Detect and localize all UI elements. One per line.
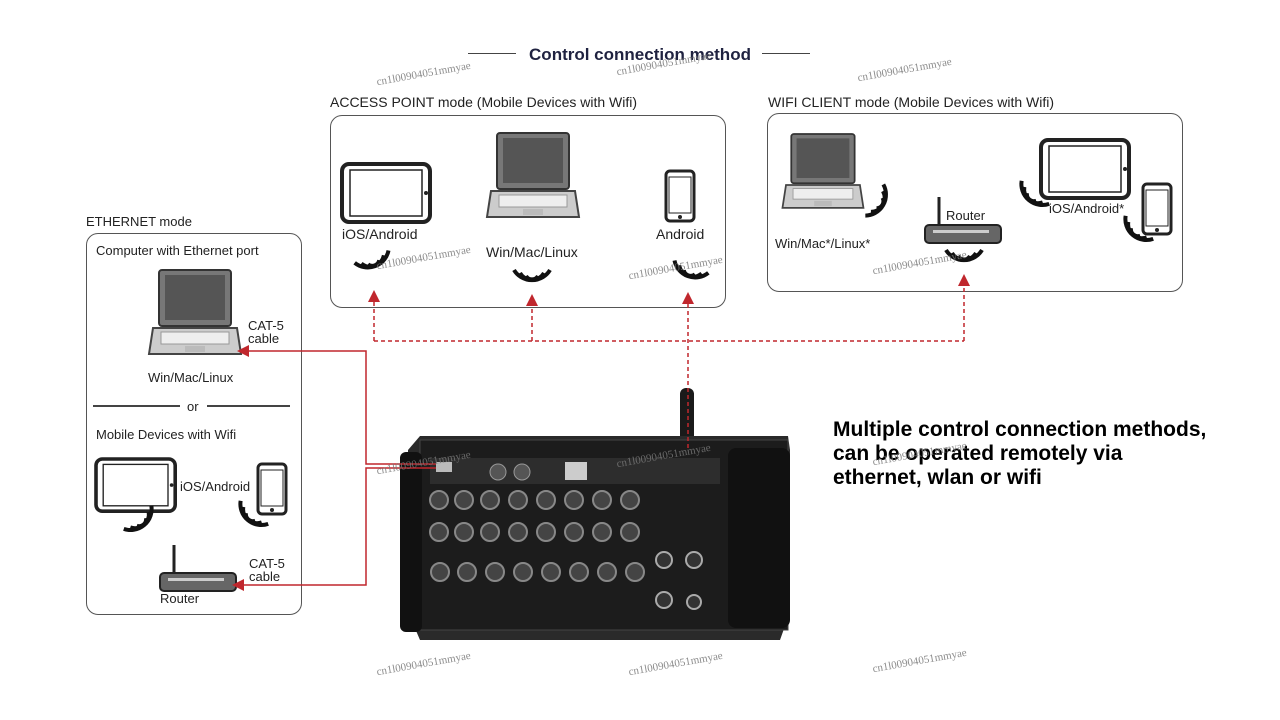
title-rule-right (762, 53, 810, 54)
ap-wifi-icon-2 (512, 268, 552, 283)
wc-router-label: Router (946, 208, 986, 223)
ap-laptop-label: Win/Mac/Linux (486, 244, 578, 260)
wc-tablet-label: iOS/Android* (1049, 201, 1125, 216)
eth-router-label: Router (160, 591, 200, 606)
wifi-client-title: WIFI CLIENT mode (Mobile Devices with Wi… (768, 94, 1055, 110)
eth-mobile-heading: Mobile Devices with Wifi (96, 427, 237, 442)
ap-phone-label: Android (656, 226, 705, 242)
eth-tablet-icon (94, 457, 177, 514)
cable-label-bottom-2: cable (249, 569, 281, 584)
eth-computer-heading: Computer with Ethernet port (96, 243, 259, 258)
eth-tablet-label: iOS/Android (180, 479, 251, 494)
cable-label-bottom-1: CAT-5 (249, 556, 285, 571)
wc-tablet-icon (1039, 138, 1131, 200)
title-rule-left (468, 53, 516, 54)
ap-phone-icon (664, 169, 696, 223)
ap-laptop-icon (486, 132, 580, 218)
or-divider-label: or (187, 399, 199, 414)
feature-headline: Multiple control connection methods, can… (833, 418, 1273, 490)
headline-line-2: can be operated remotely via (833, 442, 1123, 465)
ethernet-cable-lines (232, 345, 436, 591)
eth-phone-icon (256, 462, 288, 516)
ethernet-title: ETHERNET mode (86, 214, 192, 229)
wc-phone-icon (1141, 182, 1173, 236)
mixer-image (400, 388, 790, 640)
wc-laptop-icon (781, 133, 865, 209)
headline-line-1: Multiple control connection methods, (833, 418, 1207, 441)
ap-tablet-label: iOS/Android (342, 226, 418, 242)
wc-laptop-label: Win/Mac*/Linux* (775, 236, 871, 251)
eth-router-icon (158, 543, 238, 593)
ap-tablet-icon (340, 162, 432, 224)
wc-wifi-icon-1 (863, 182, 895, 223)
cable-label-top-2: cable (248, 331, 280, 346)
cable-label-top-1: CAT-5 (248, 318, 284, 333)
eth-laptop-icon (148, 269, 242, 355)
access-point-title: ACCESS POINT mode (Mobile Devices with W… (330, 94, 638, 110)
diagram-title: Control connection method (529, 45, 751, 64)
eth-laptop-label: Win/Mac/Linux (148, 370, 234, 385)
wireless-link-lines (368, 274, 970, 448)
headline-line-3: ethernet, wlan or wifi (833, 466, 1042, 489)
